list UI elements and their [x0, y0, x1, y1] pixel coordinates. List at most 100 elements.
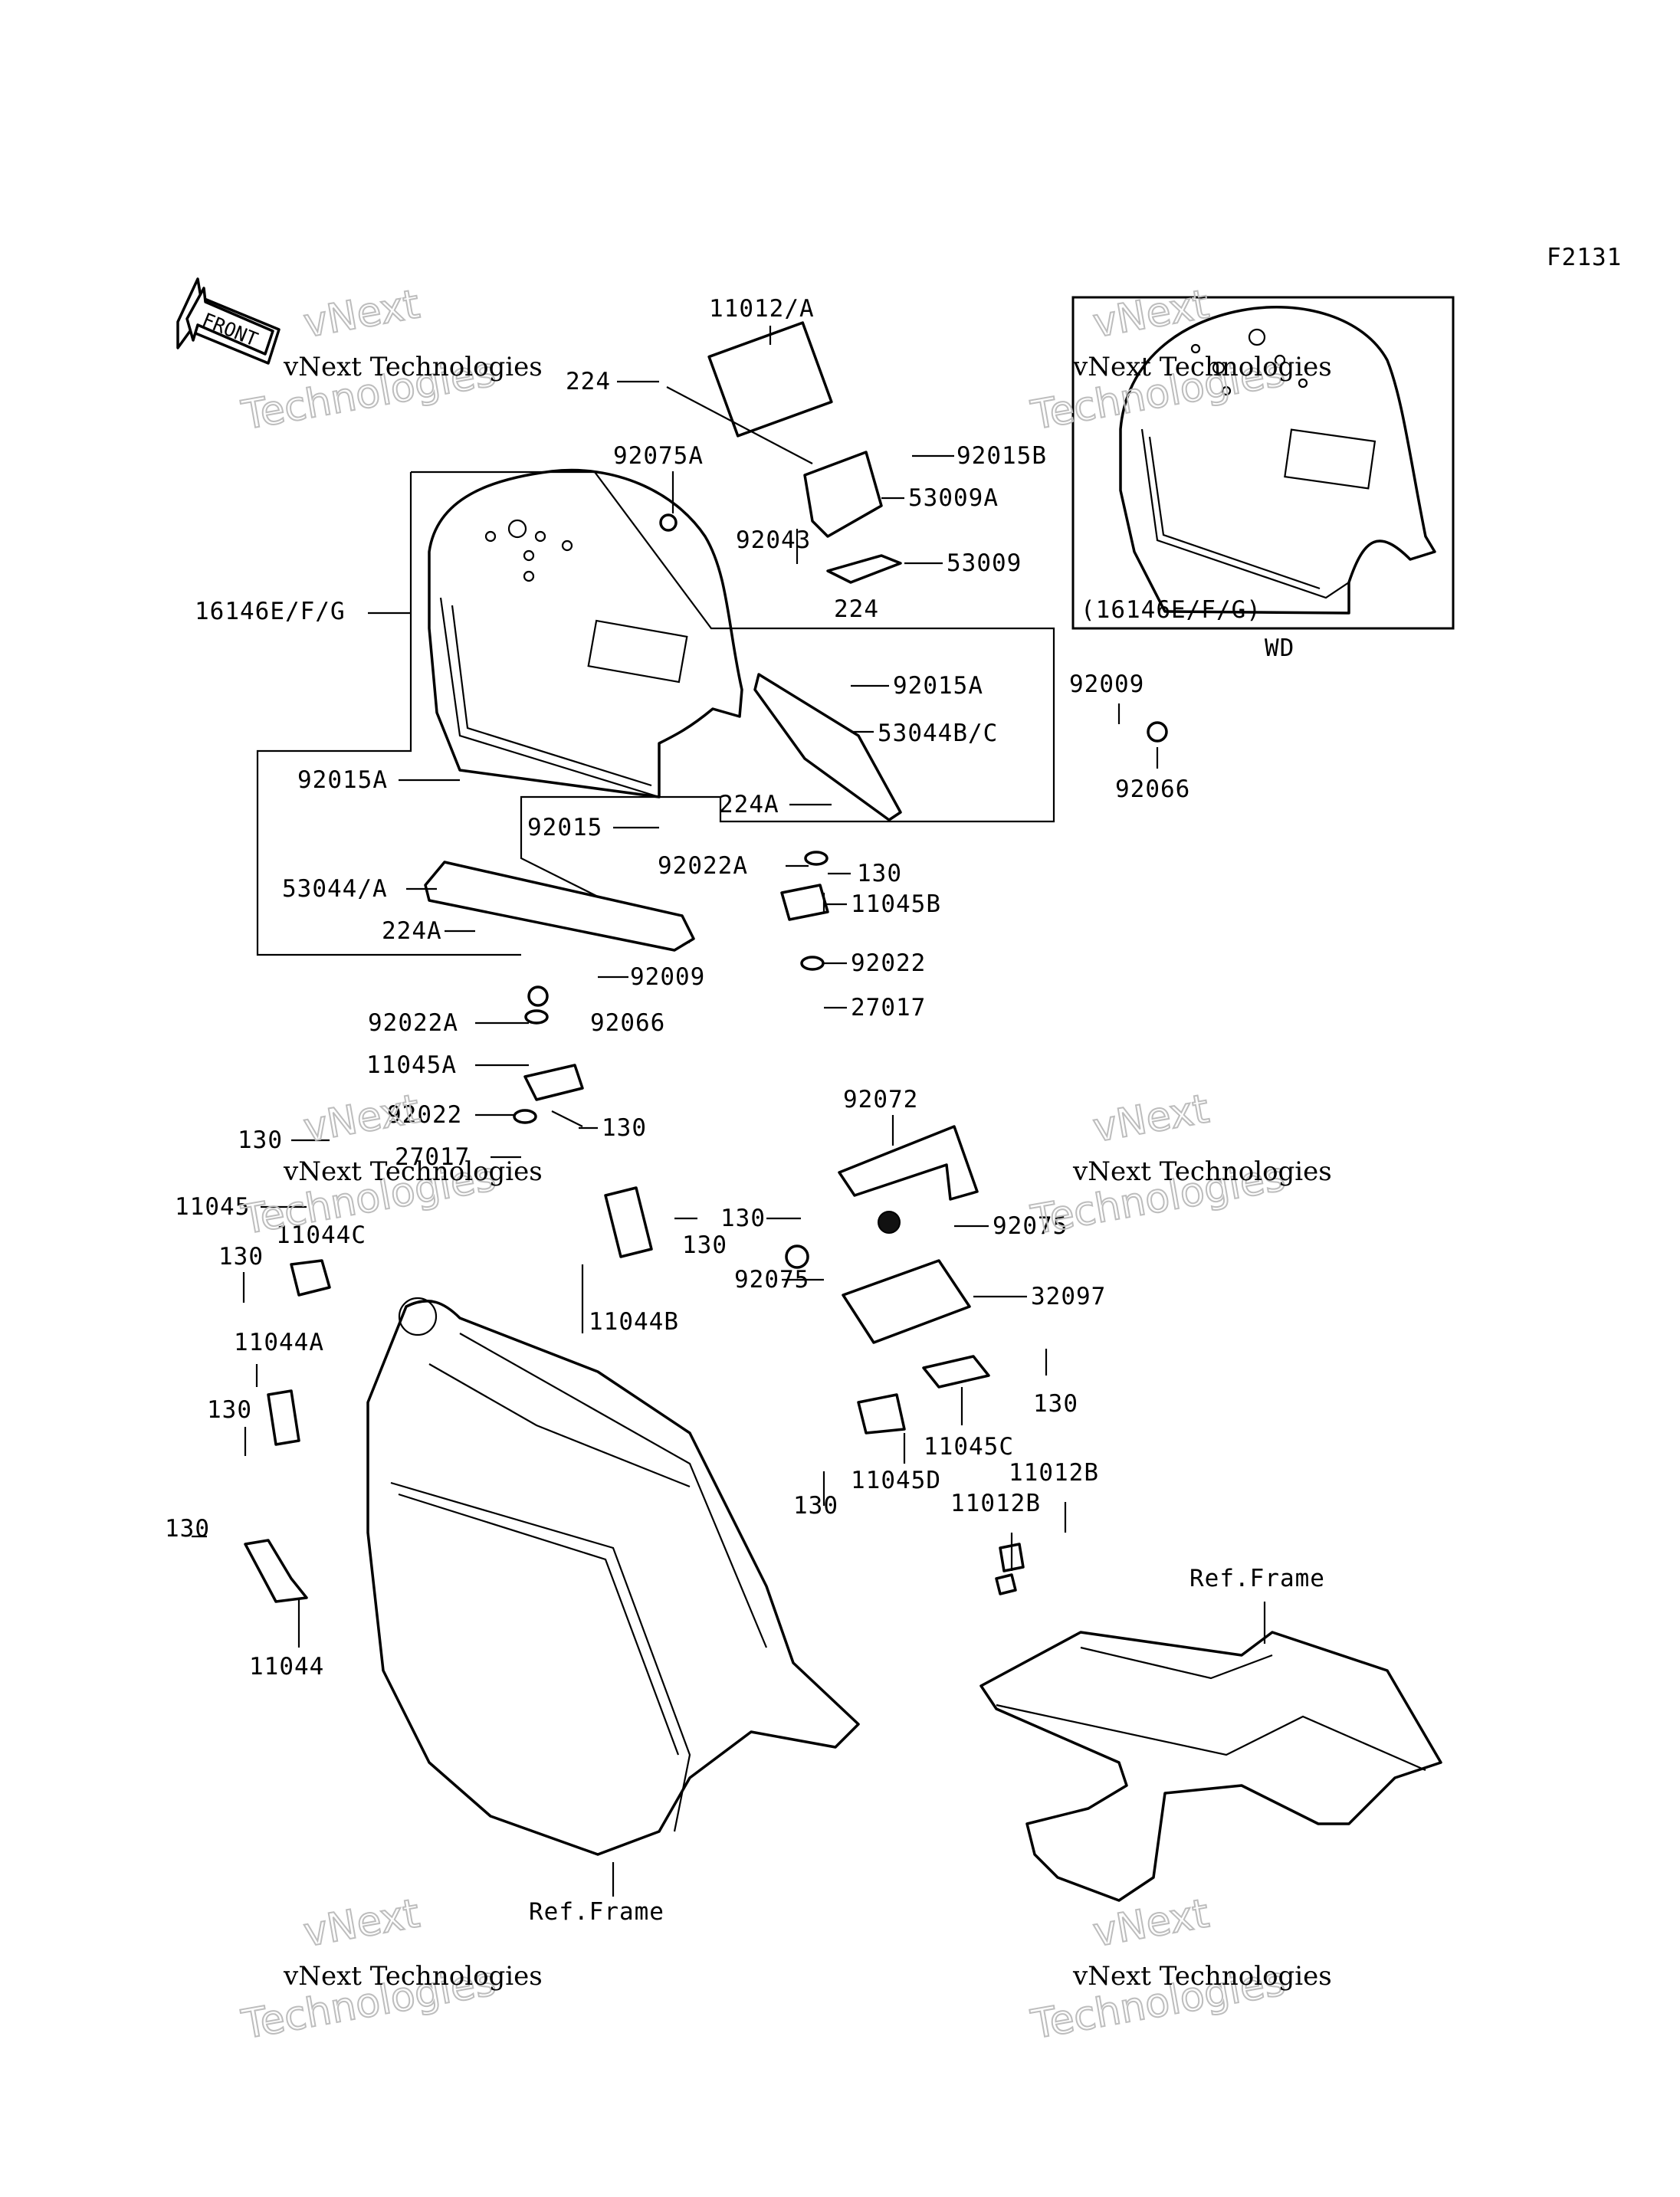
bracket-11045d-drawing	[857, 1393, 906, 1435]
svg-text:vNext: vNext	[300, 1890, 423, 1956]
frame-right-drawing	[979, 1631, 1442, 1902]
label-130-b: 130	[602, 1114, 647, 1142]
bracket-92072-drawing	[838, 1125, 979, 1201]
bracket-11045c-drawing	[922, 1355, 990, 1389]
svg-text:vNext Technologies: vNext Technologies	[283, 1961, 543, 1992]
label-130-c: 130	[238, 1126, 283, 1154]
label-11045b: 11045B	[851, 890, 941, 918]
label-224-top: 224	[566, 368, 611, 395]
cover-11012-drawing	[707, 321, 833, 438]
bracket-11044a-drawing	[267, 1389, 300, 1446]
label-11012a: 11012/A	[709, 295, 815, 323]
inset-caption: (16146E/F/G)	[1081, 596, 1262, 624]
watermark-bottom-right: vNext Technologies vNext Technologies	[1027, 1890, 1332, 2049]
label-53044bc: 53044B/C	[878, 720, 998, 747]
damper-11012b-l-drawing	[995, 1573, 1017, 1595]
frame-left-drawing	[366, 1297, 860, 1856]
label-11012b-right: 11012B	[1009, 1459, 1099, 1487]
label-32097: 32097	[1031, 1283, 1106, 1310]
inset-model-label: WD	[1265, 635, 1294, 662]
figure-id: F2131	[1547, 244, 1622, 271]
damper-92066-l-drawing	[527, 985, 549, 1007]
label-11045: 11045	[175, 1193, 250, 1221]
bracket-53009-drawing	[826, 554, 902, 584]
label-92075-left: 92075	[734, 1266, 809, 1294]
label-92066-right: 92066	[1115, 776, 1190, 803]
label-92009-left: 92009	[630, 963, 705, 991]
label-27017-right: 27017	[851, 994, 926, 1021]
label-11045d: 11045D	[851, 1467, 941, 1494]
label-92022-right: 92022	[851, 949, 926, 977]
label-130-j: 130	[165, 1515, 210, 1543]
label-130-a: 130	[857, 860, 902, 887]
bracket-11044b-drawing	[604, 1186, 653, 1258]
small-parts	[244, 321, 1168, 1603]
bracket-53044bc-drawing	[753, 673, 902, 821]
label-92015: 92015	[527, 814, 602, 841]
damper-92075-l-drawing	[785, 1244, 809, 1269]
bracket-53009a-drawing	[803, 451, 883, 538]
inset-panel: (16146E/F/G) WD	[1071, 296, 1455, 662]
label-11045a: 11045A	[366, 1051, 457, 1079]
svg-text:vNext Technologies: vNext Technologies	[283, 352, 543, 382]
svg-text:vNext: vNext	[1090, 1086, 1212, 1151]
damper-92075-r-drawing	[878, 1211, 901, 1234]
label-130-d: 130	[720, 1205, 766, 1232]
bracket-11045b-drawing	[780, 884, 829, 921]
label-224a-left: 224A	[382, 917, 442, 945]
label-11044: 11044	[249, 1653, 324, 1681]
label-130-e: 130	[682, 1231, 727, 1259]
washer-92022-r-drawing	[800, 956, 825, 971]
label-92015b: 92015B	[956, 442, 1047, 470]
washer-92022a-r-drawing	[804, 851, 829, 866]
svg-text:vNext: vNext	[300, 281, 423, 346]
washer-92022a-l-drawing	[524, 1009, 549, 1025]
label-92022-left: 92022	[387, 1101, 462, 1129]
label-92022a-left: 92022A	[368, 1009, 458, 1037]
label-ref-frame-left: Ref.Frame	[529, 1898, 664, 1926]
label-92075-right: 92075	[993, 1212, 1068, 1240]
label-11012b-left: 11012B	[950, 1490, 1041, 1517]
label-130-f: 130	[218, 1243, 264, 1271]
svg-text:vNext: vNext	[300, 1086, 423, 1151]
label-92009-right: 92009	[1069, 671, 1144, 698]
label-92066-left: 92066	[590, 1009, 665, 1037]
front-arrow-icon: FRONT	[176, 277, 281, 365]
label-224-mid: 224	[834, 595, 879, 623]
svg-text:vNext Technologies: vNext Technologies	[1072, 1961, 1332, 1992]
label-92015a-right: 92015A	[893, 672, 983, 700]
label-53009: 53009	[947, 549, 1022, 577]
label-11044c: 11044C	[276, 1221, 366, 1249]
label-130-g: 130	[1033, 1390, 1078, 1418]
bracket-11044c-drawing	[290, 1259, 331, 1297]
label-92043: 92043	[736, 526, 811, 554]
label-92022a-right: 92022A	[658, 852, 748, 880]
inset-seat-cover-drawing	[1119, 305, 1436, 615]
label-11044a: 11044A	[234, 1329, 324, 1356]
svg-text:vNext Technologies: vNext Technologies	[283, 1156, 543, 1187]
label-53044a: 53044/A	[282, 875, 388, 903]
label-53009a: 53009A	[908, 484, 999, 512]
label-ref-frame-right: Ref.Frame	[1189, 1565, 1325, 1592]
label-130-i: 130	[793, 1492, 838, 1520]
washer-92022-l-drawing	[513, 1109, 537, 1124]
label-92072: 92072	[843, 1086, 918, 1113]
bracket-11045a-drawing	[523, 1064, 584, 1101]
label-11045c: 11045C	[924, 1433, 1014, 1461]
label-224a-right: 224A	[719, 791, 779, 818]
label-11044b: 11044B	[589, 1308, 679, 1336]
damper-92066-r-drawing	[1147, 721, 1168, 743]
label-92075a: 92075A	[613, 442, 704, 470]
bracket-53044a-drawing	[424, 861, 695, 952]
bracket-11044-drawing	[244, 1539, 308, 1603]
svg-text:vNext Technologies: vNext Technologies	[1072, 352, 1332, 382]
seat-cover-drawing	[428, 468, 743, 798]
label-16146: 16146E/F/G	[195, 598, 346, 625]
label-27017-left: 27017	[395, 1143, 470, 1171]
grommet-92075a-drawing	[659, 513, 678, 532]
watermark-bottom-left: vNext Technologies vNext Technologies	[238, 1890, 543, 2049]
callout-labels: 11012/A 224 92075A 92015B 53009A 92043 5…	[165, 295, 1325, 1926]
watermark-top-left: vNext Technologies vNext Technologies	[238, 280, 543, 440]
leader-lines	[192, 326, 1266, 1897]
